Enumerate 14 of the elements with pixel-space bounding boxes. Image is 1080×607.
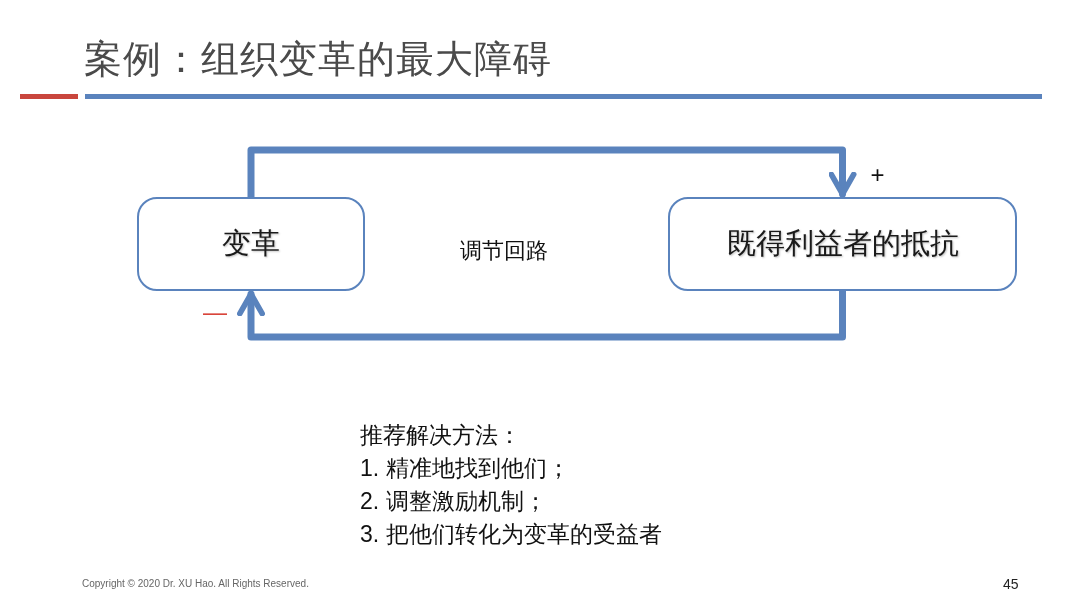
process-box bbox=[137, 197, 365, 291]
note-text: 2. 调整激励机制； bbox=[360, 487, 547, 516]
loop-label: 调节回路 bbox=[460, 237, 548, 265]
copyright-text: Copyright © 2020 Dr. XU Hao. All Rights Reserved. bbox=[82, 578, 309, 589]
box-label: 变革 bbox=[222, 226, 280, 261]
note-text: 3. 把他们转化为变革的受益者 bbox=[360, 520, 662, 549]
polarity-sign: — bbox=[203, 300, 227, 324]
slide-title: 案例：组织变革的最大障碍 bbox=[84, 37, 552, 82]
process-box bbox=[668, 197, 1017, 291]
box-label: 既得利益者的抵抗 bbox=[726, 226, 959, 261]
polarity-sign: + bbox=[870, 163, 885, 187]
note-text: 1. 精准地找到他们； bbox=[360, 454, 570, 483]
note-text: 推荐解决方法： bbox=[360, 421, 521, 450]
page-number: 45 bbox=[1003, 576, 1019, 592]
